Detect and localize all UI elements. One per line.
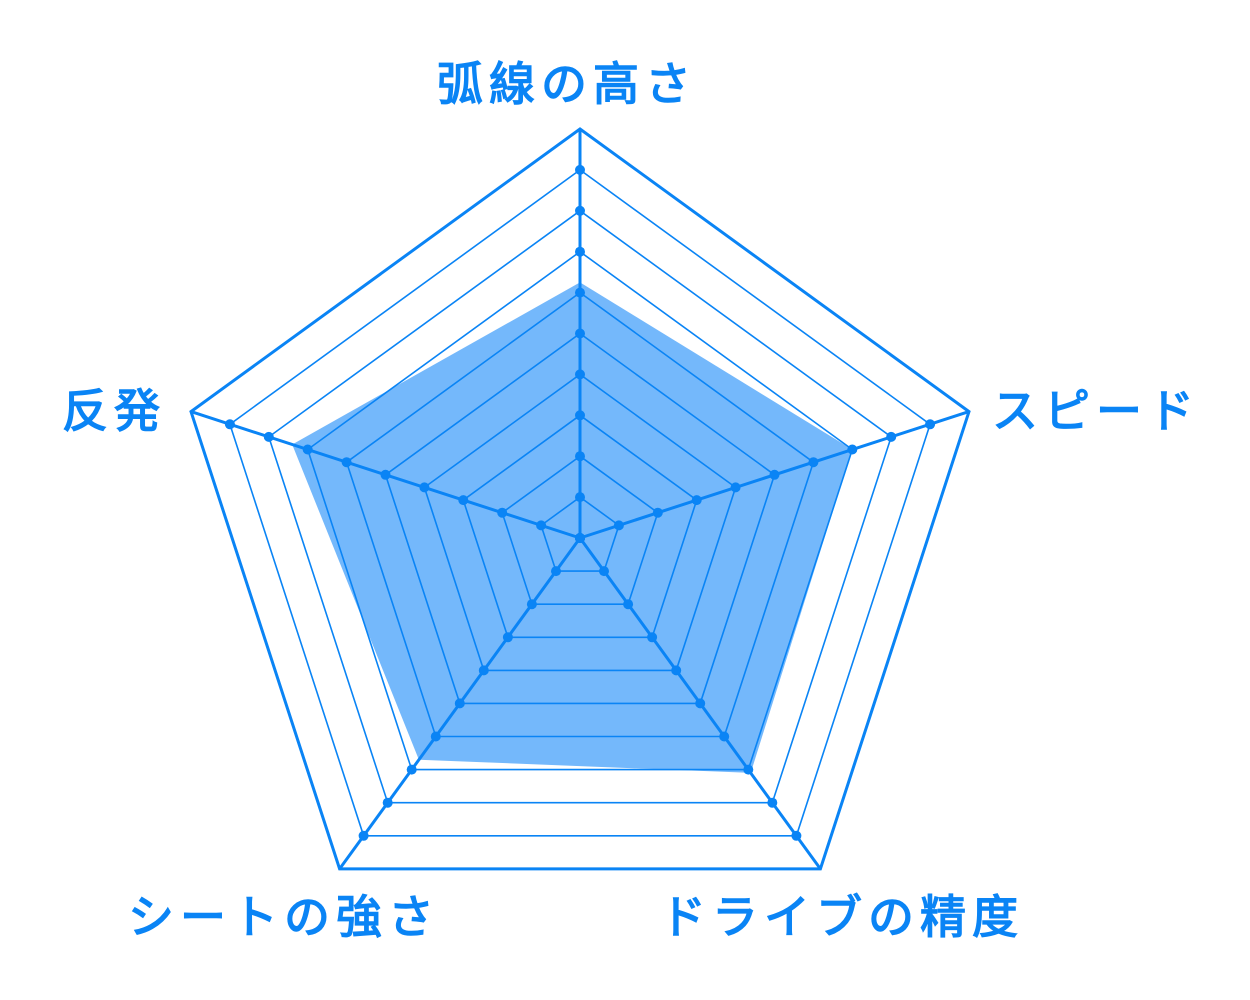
ring-dot (719, 731, 730, 742)
ring-dot (671, 665, 682, 676)
radar-grid (189, 127, 971, 871)
axis-label-speed: スピード (992, 384, 1200, 438)
ring-dot (599, 566, 609, 577)
ring-dot (808, 457, 819, 468)
ring-dot (847, 444, 858, 455)
ring-dot (382, 797, 393, 808)
ring-dot (575, 369, 585, 380)
ring-dot (769, 469, 780, 480)
ring-dot (536, 520, 547, 531)
grid-ring (540, 496, 620, 572)
ring-dot (497, 507, 508, 518)
ring-dot (623, 599, 634, 610)
grid-ring (306, 250, 854, 771)
grid-ring (384, 332, 776, 705)
ring-dot (575, 410, 585, 421)
ring-dot (613, 520, 624, 531)
ring-dot (767, 797, 778, 808)
ring-dot (430, 731, 441, 742)
grid-ring (423, 373, 737, 672)
grid-ring (228, 168, 932, 837)
grid-ring (189, 127, 971, 871)
ring-dot (575, 287, 585, 298)
grid-ring (462, 414, 698, 639)
ring-dot (652, 507, 663, 518)
ring-dot (886, 431, 897, 442)
ring-dot (406, 764, 417, 775)
ring-dots (224, 164, 936, 841)
ring-dot (302, 444, 313, 455)
ring-dot (551, 566, 561, 577)
ring-dot (575, 205, 585, 216)
axis-label-rebound: 反発 (62, 384, 166, 438)
ring-dot (575, 246, 585, 257)
ring-dot (925, 419, 936, 430)
ring-dot (341, 457, 352, 468)
ring-dot (791, 830, 802, 841)
ring-dot (647, 632, 658, 643)
ring-dot (575, 164, 585, 175)
ring-dot (454, 698, 465, 709)
ring-dot (575, 533, 585, 543)
ring-dot (575, 492, 585, 503)
axis-label-sheet-strength: シートの強さ (128, 890, 440, 944)
grid-ring (345, 291, 815, 738)
ring-dot (691, 495, 702, 506)
grid-ring (267, 209, 893, 804)
ring-dot (730, 482, 741, 493)
ring-dot (478, 665, 489, 676)
ring-dot (224, 419, 235, 430)
ring-dot (575, 328, 585, 339)
ring-dot (526, 599, 537, 610)
axis-label-drive-accuracy: ドライブの精度 (660, 890, 1024, 944)
ring-dot (502, 632, 513, 643)
ring-dot (743, 764, 754, 775)
ring-dot (380, 469, 391, 480)
ring-dot (263, 431, 274, 442)
ring-dot (575, 451, 585, 462)
grid-ring (501, 455, 659, 606)
axis-label-arc-height: 弧線の高さ (437, 57, 697, 111)
ring-dot (419, 482, 430, 493)
ring-dot (358, 830, 369, 841)
ring-dot (458, 495, 469, 506)
ring-dot (695, 698, 706, 709)
data-polygon (292, 282, 853, 773)
